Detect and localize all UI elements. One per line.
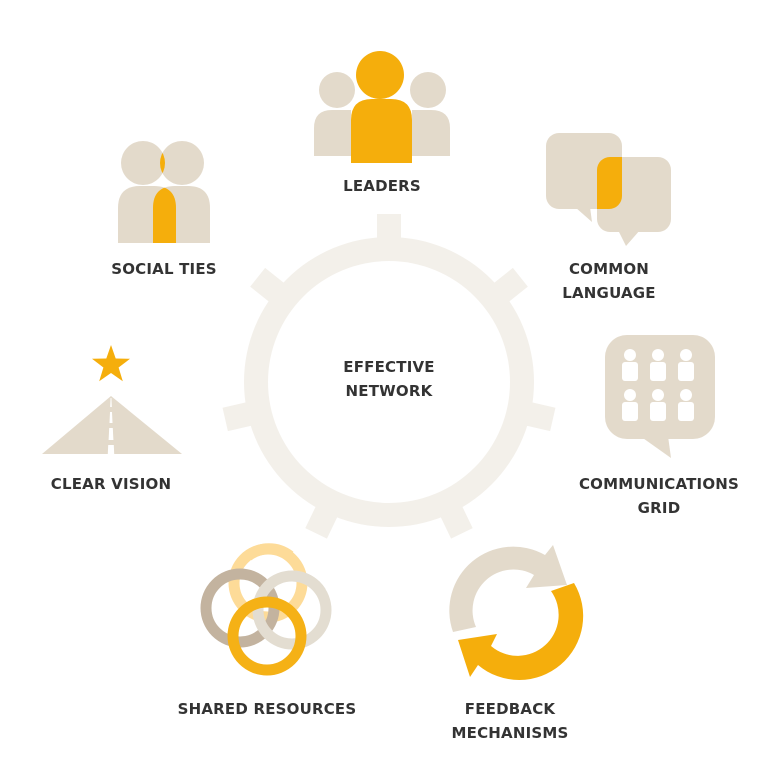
feedback-mechanisms-label-line-1: FEEDBACK (464, 700, 556, 718)
people-grid-bubble-icon (605, 335, 715, 458)
common-language-label-line-1: COMMON (568, 260, 650, 278)
shared-resources-label: SHARED RESOURCES (177, 700, 357, 718)
node-label-clear-vision: CLEAR VISION (51, 472, 171, 496)
leaders-label: LEADERS (343, 177, 421, 195)
common-language-label-line-2: LANGUAGE (562, 284, 656, 302)
node-label-leaders: LEADERS (343, 174, 421, 198)
communications-grid-label-line-2: GRID (637, 499, 681, 517)
social-ties-label: SOCIAL TIES (111, 260, 217, 278)
communications-grid-label-line-1: COMMUNICATIONS (578, 475, 740, 493)
interlocking-rings-icon (200, 543, 332, 676)
gear-icon (222, 214, 556, 539)
center-label-line-1: EFFECTIVE (343, 358, 435, 376)
two-people-icon (118, 141, 210, 243)
node-label-feedback-mechanisms: FEEDBACK MECHANISMS (451, 697, 568, 745)
node-label-social-ties: SOCIAL TIES (111, 257, 217, 281)
feedback-mechanisms-label-line-2: MECHANISMS (451, 724, 569, 742)
cycle-arrows-icon (449, 545, 584, 680)
people-group-icon (314, 51, 450, 163)
road-star-icon (42, 345, 182, 454)
speech-bubbles-icon (546, 133, 671, 246)
node-label-shared-resources: SHARED RESOURCES (178, 697, 357, 721)
center-label: EFFECTIVE NETWORK (343, 355, 434, 403)
node-label-communications-grid: COMMUNICATIONS GRID (579, 472, 739, 520)
clear-vision-label: CLEAR VISION (50, 475, 172, 493)
node-label-common-language: COMMON LANGUAGE (562, 257, 656, 305)
center-label-line-2: NETWORK (345, 382, 433, 400)
